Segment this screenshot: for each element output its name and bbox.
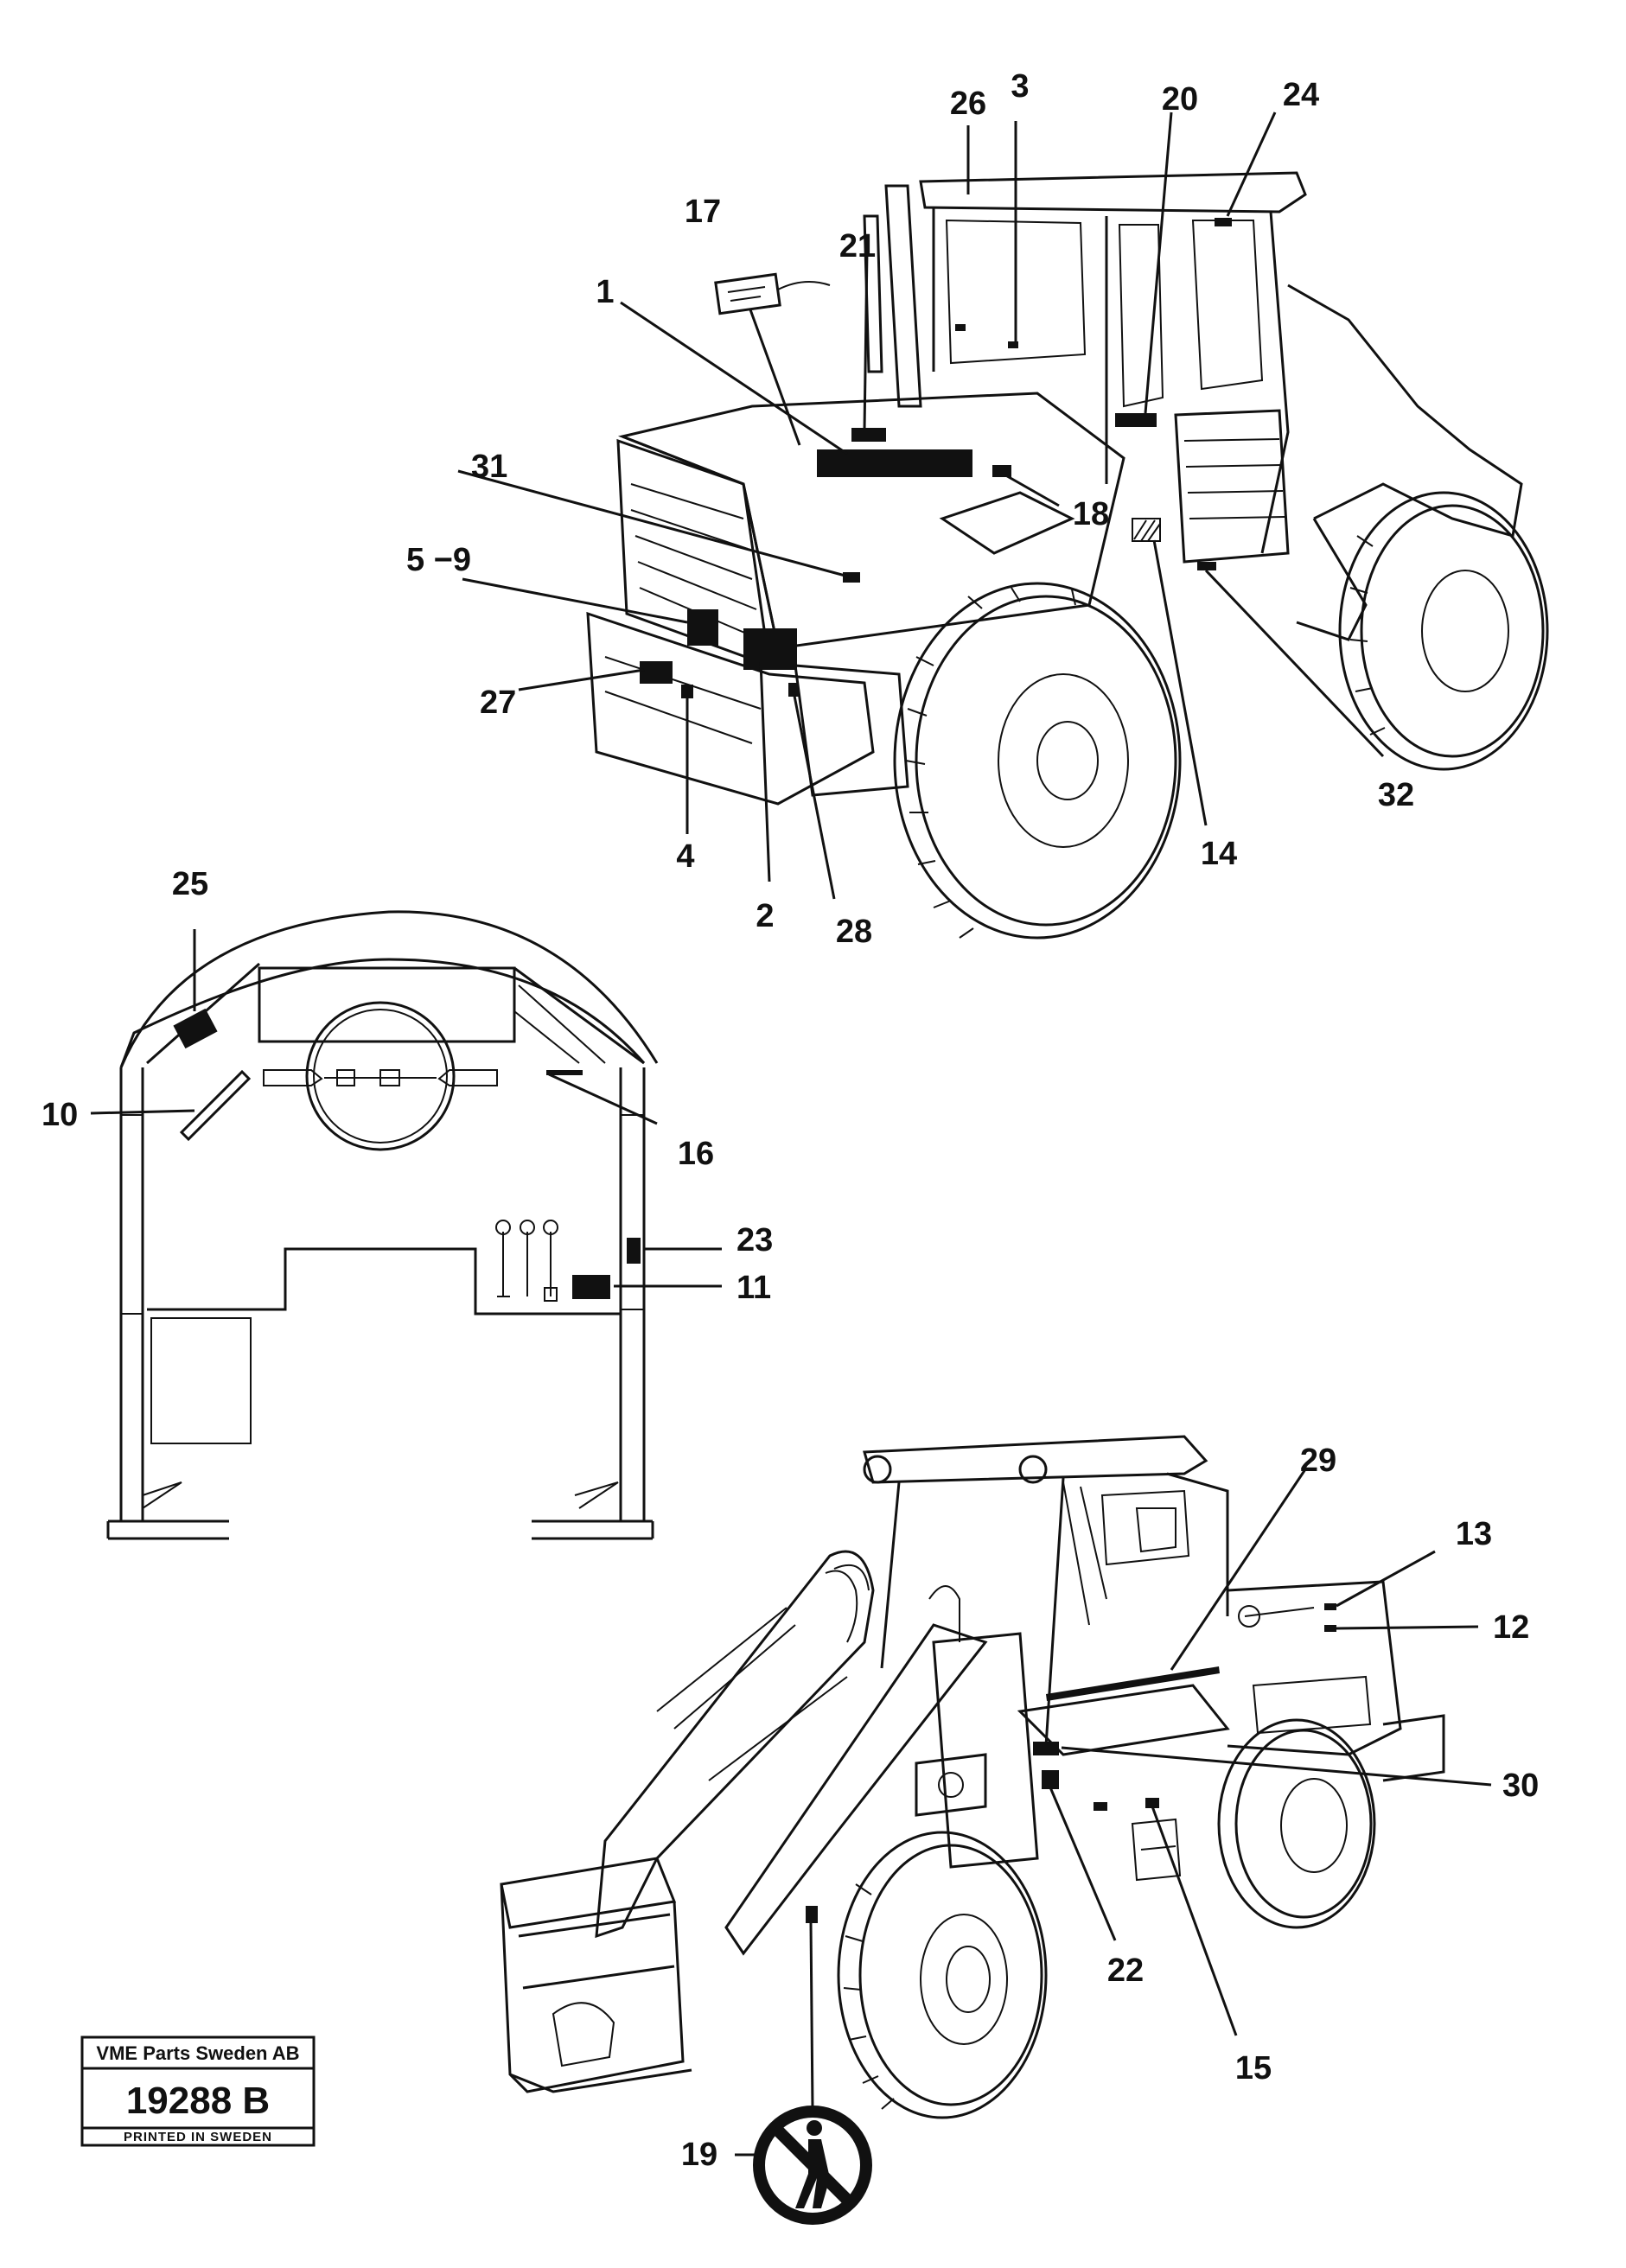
decal-4 [681,685,693,698]
decal-15b [1094,1802,1107,1811]
decal-10 [179,1069,252,1142]
callout-21: 21 [839,228,876,264]
callout-1: 1 [596,274,614,310]
decal-21 [851,428,886,442]
printed-in: PRINTED IN SWEDEN [124,2130,272,2144]
decal-2 [743,628,797,670]
decal-19 [806,1906,818,1923]
callout-16: 16 [678,1136,714,1172]
callout-labels: 1 2 3 4 5 −9 10 11 12 13 14 15 16 17 18 … [41,68,1539,2173]
no-pedestrian-sign [753,2106,872,2225]
callout-29: 29 [1300,1443,1336,1479]
decal-13 [1324,1603,1336,1610]
loader-front-view [500,1435,1445,2225]
decal-23 [627,1238,641,1264]
callout-12: 12 [1493,1609,1529,1646]
loader-rear-view [586,171,1549,940]
decal-20 [1115,413,1157,427]
callout-23: 23 [736,1222,773,1258]
decal-22 [1042,1770,1059,1789]
decal-25 [173,1008,218,1049]
callout-28: 28 [836,914,872,950]
callout-15: 15 [1235,2050,1272,2086]
callout-22: 22 [1107,1953,1144,1989]
callout-31: 31 [471,449,507,485]
decal-29 [1046,1666,1220,1701]
callout-2: 2 [756,898,774,934]
decal-24 [1215,218,1232,226]
leader-lines-top [457,111,1385,900]
decal-11 [572,1275,610,1299]
decal-27 [640,661,673,684]
callout-11: 11 [736,1270,771,1306]
callout-27: 27 [480,685,516,721]
callout-20: 20 [1162,81,1198,118]
callout-3: 3 [1011,68,1029,105]
callout-19: 19 [681,2137,717,2173]
callout-32: 32 [1378,777,1414,813]
decal-5-9 [687,609,718,646]
callout-14: 14 [1201,836,1237,872]
drawing-number: 19288 B [126,2080,270,2122]
decal-16 [546,1070,583,1075]
decal-28 [788,683,799,697]
decal-26 [955,324,966,331]
decal-3 [1008,341,1018,348]
title-block: VME Parts Sweden AB 19288 B PRINTED IN S… [80,2035,316,2147]
decal-12 [1324,1625,1336,1632]
callout-24: 24 [1283,77,1319,113]
rops-frame-view [106,910,659,1540]
callout-4: 4 [676,838,694,875]
leader-lines-rops [90,929,722,1288]
leader-lines-bottom [735,1468,1492,2157]
callout-17: 17 [685,194,721,230]
callout-5-9: 5 −9 [406,542,471,578]
callout-25: 25 [172,866,208,902]
callout-13: 13 [1456,1516,1492,1552]
decal-30 [1033,1742,1059,1755]
callout-10: 10 [41,1097,78,1133]
callout-30: 30 [1502,1768,1539,1804]
decal-32 [1197,562,1216,570]
company-name: VME Parts Sweden AB [96,2042,299,2064]
decal-15 [1145,1798,1159,1808]
decal-17 [714,272,781,315]
decal-1 [817,449,972,477]
callout-26: 26 [950,86,986,122]
decal-18 [992,465,1011,477]
callout-18: 18 [1073,496,1109,532]
